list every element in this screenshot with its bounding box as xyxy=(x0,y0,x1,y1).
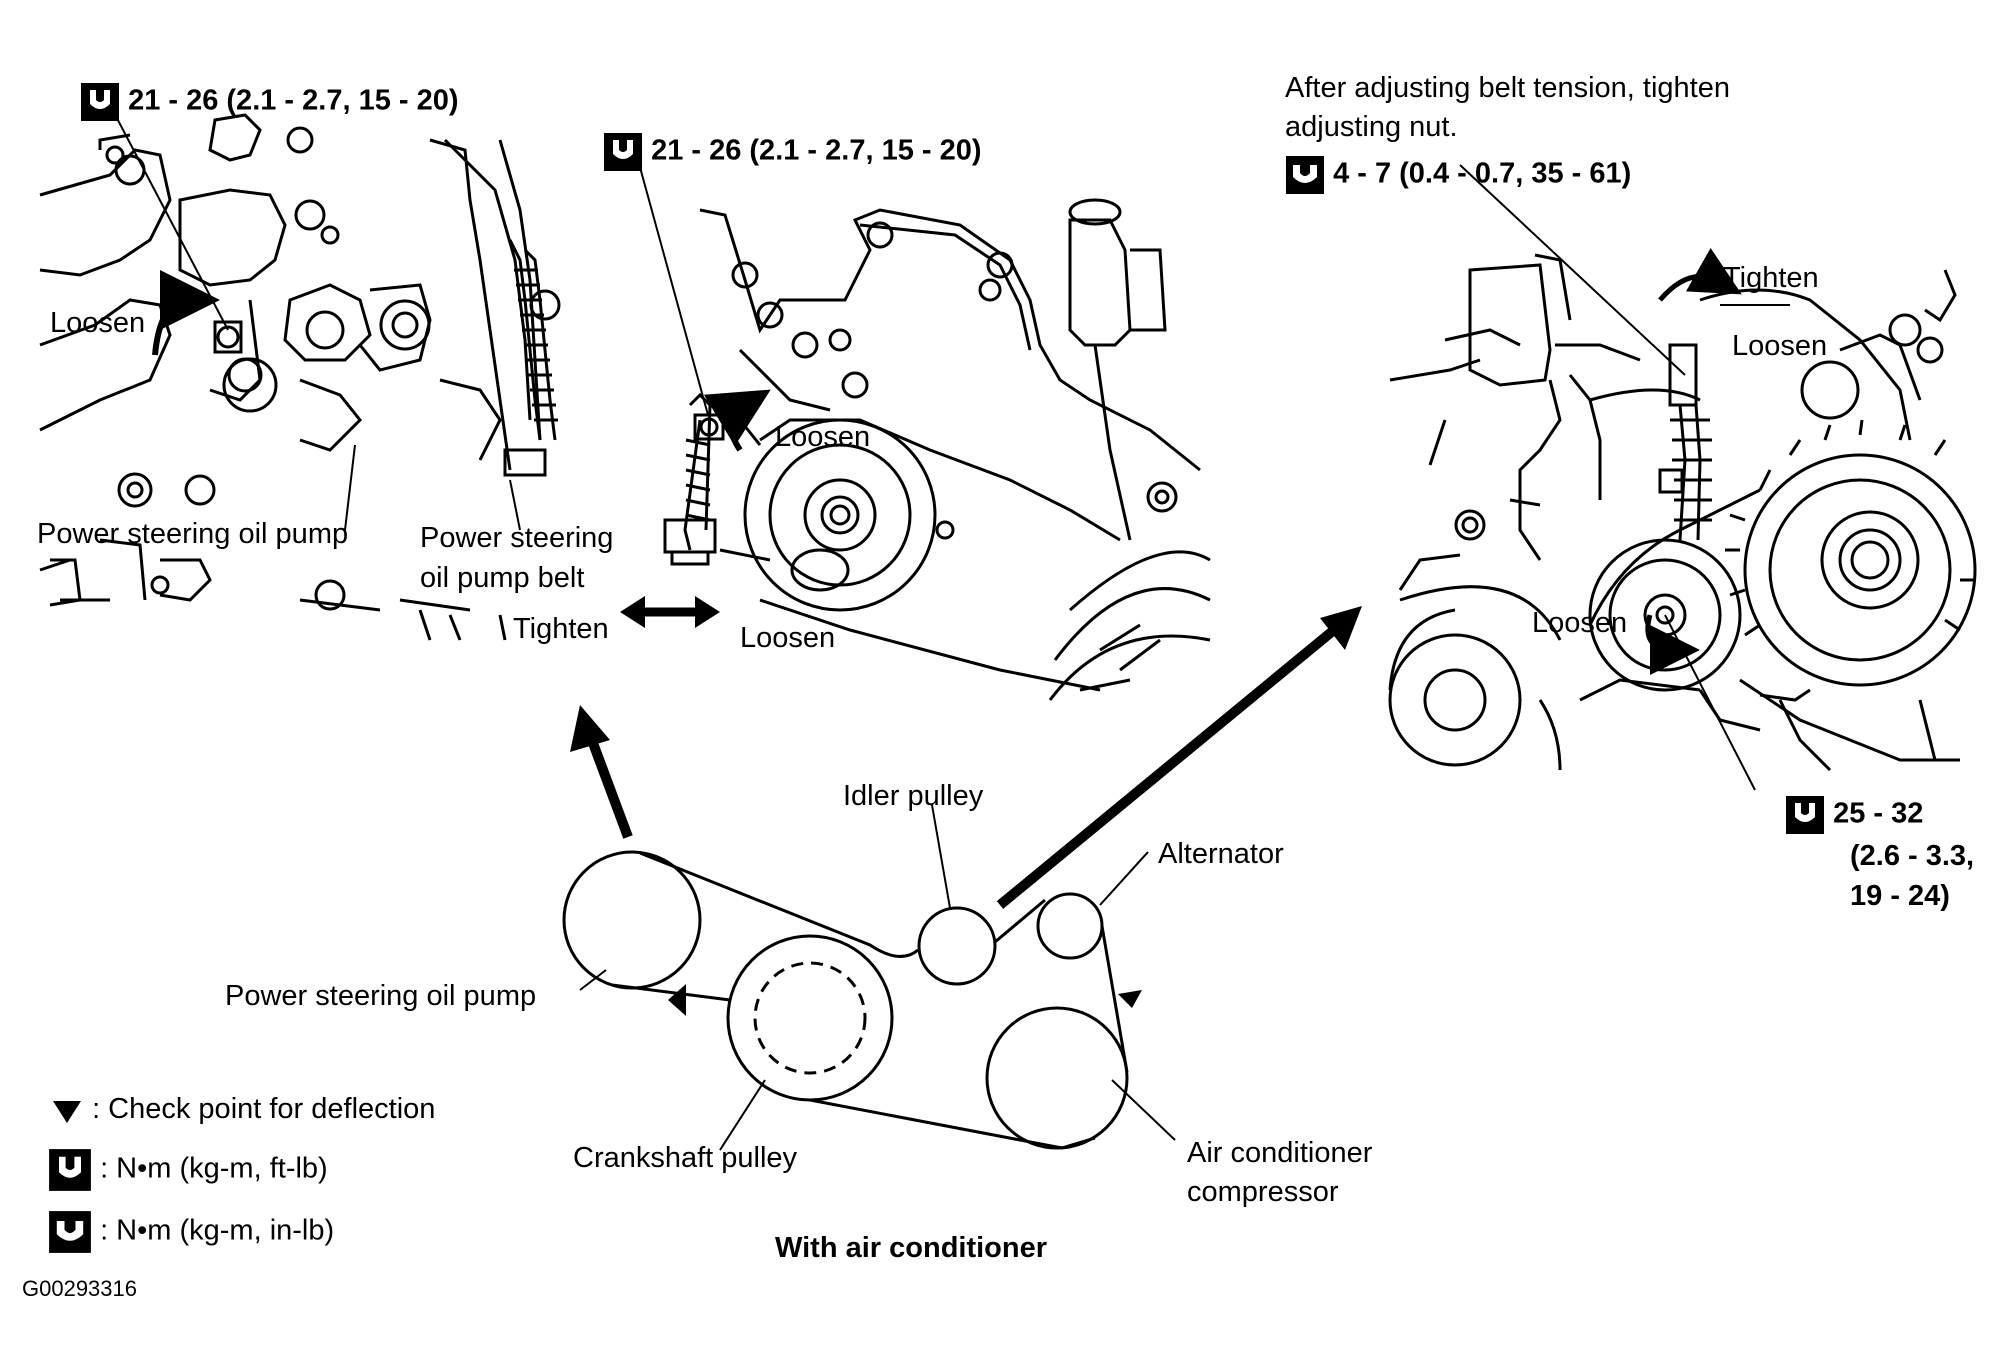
adjust-note-line2: adjusting nut. xyxy=(1285,111,1458,143)
ps-belt-label-2: oil pump belt xyxy=(420,562,585,594)
right-loosen-top-label: Loosen xyxy=(1732,330,1828,362)
diagram-caption: With air conditioner xyxy=(775,1232,1048,1264)
torque-wrench-icon xyxy=(81,83,119,121)
figure-id: G00293316 xyxy=(22,1276,137,1301)
left-torque-spec: 21 - 26 (2.1 - 2.7, 15 - 20) xyxy=(80,82,459,122)
arrow-to-left-panel xyxy=(585,733,633,839)
right-tighten-label: Tighten xyxy=(1723,262,1819,294)
ps-oil-pump-label: Power steering oil pump xyxy=(225,980,537,1012)
arrow-to-right-panel xyxy=(996,621,1344,909)
torque-wrench-icon xyxy=(604,133,642,171)
ac-compressor-pulley xyxy=(985,1006,1129,1150)
torque-wrench-inlb-icon xyxy=(49,1211,91,1253)
idler-torque-spec: 25 - 32 xyxy=(1785,795,1923,835)
left-ps-pump-label: Power steering oil pump xyxy=(37,518,349,550)
left-loosen-label: Loosen xyxy=(50,307,146,339)
right-loosen-idler-label: Loosen xyxy=(1532,607,1628,639)
idler-pulley xyxy=(917,906,997,986)
legend-nm-inlb: : N•m (kg-m, in-lb) xyxy=(48,1210,334,1254)
idler-torque-kgm: (2.6 - 3.3, xyxy=(1850,840,1975,872)
torque-wrench-icon xyxy=(1786,796,1824,834)
tighten-nut-arrow xyxy=(1658,247,1742,302)
ac-compressor-label-2: compressor xyxy=(1187,1176,1339,1208)
middle-loosen-dir-label: Loosen xyxy=(740,622,836,654)
alternator-pulley xyxy=(1036,892,1104,960)
deflection-mark-right xyxy=(1118,990,1142,1008)
right-nut-torque-spec: 4 - 7 (0.4 - 0.7, 35 - 61) xyxy=(1285,155,1631,195)
crankshaft-pulley xyxy=(726,934,894,1102)
crankshaft-pulley-label: Crankshaft pulley xyxy=(573,1142,798,1174)
legend-nm-ftlb: : N•m (kg-m, ft-lb) xyxy=(48,1148,328,1192)
crankshaft-inner xyxy=(753,961,867,1075)
ac-compressor-label-1: Air conditioner xyxy=(1187,1137,1373,1169)
right-engine-sketch xyxy=(1388,253,1977,772)
torque-leader-line xyxy=(109,104,229,331)
middle-loosen-bolt-label: Loosen xyxy=(775,421,871,453)
deflection-mark-left xyxy=(668,984,686,1016)
left-tighten-label: Tighten xyxy=(513,613,609,645)
idler-torque-ftlb: 19 - 24) xyxy=(1850,880,1950,912)
loosen-middle-arrow xyxy=(703,389,771,452)
loosen-idler-arrow xyxy=(1645,614,1700,675)
idler-pulley-label: Idler pulley xyxy=(843,780,984,812)
loosen-curved-arrow xyxy=(152,270,220,356)
middle-torque-spec: 21 - 26 (2.1 - 2.7, 15 - 20) xyxy=(603,132,982,172)
belt-routing-diagram xyxy=(562,850,1129,1150)
left-engine-sketch xyxy=(39,113,561,641)
alternator-label: Alternator xyxy=(1158,838,1284,870)
deflection-triangle-icon xyxy=(53,1101,81,1124)
legend-check-point: : Check point for deflection xyxy=(50,1093,435,1126)
torque-wrench-icon xyxy=(49,1149,91,1191)
adjust-note-line1: After adjusting belt tension, tighten xyxy=(1285,72,1730,104)
torque-wrench-inlb-icon xyxy=(1286,156,1324,194)
ps-pump-pulley xyxy=(562,850,702,990)
ps-belt-label-1: Power steering xyxy=(420,522,614,554)
